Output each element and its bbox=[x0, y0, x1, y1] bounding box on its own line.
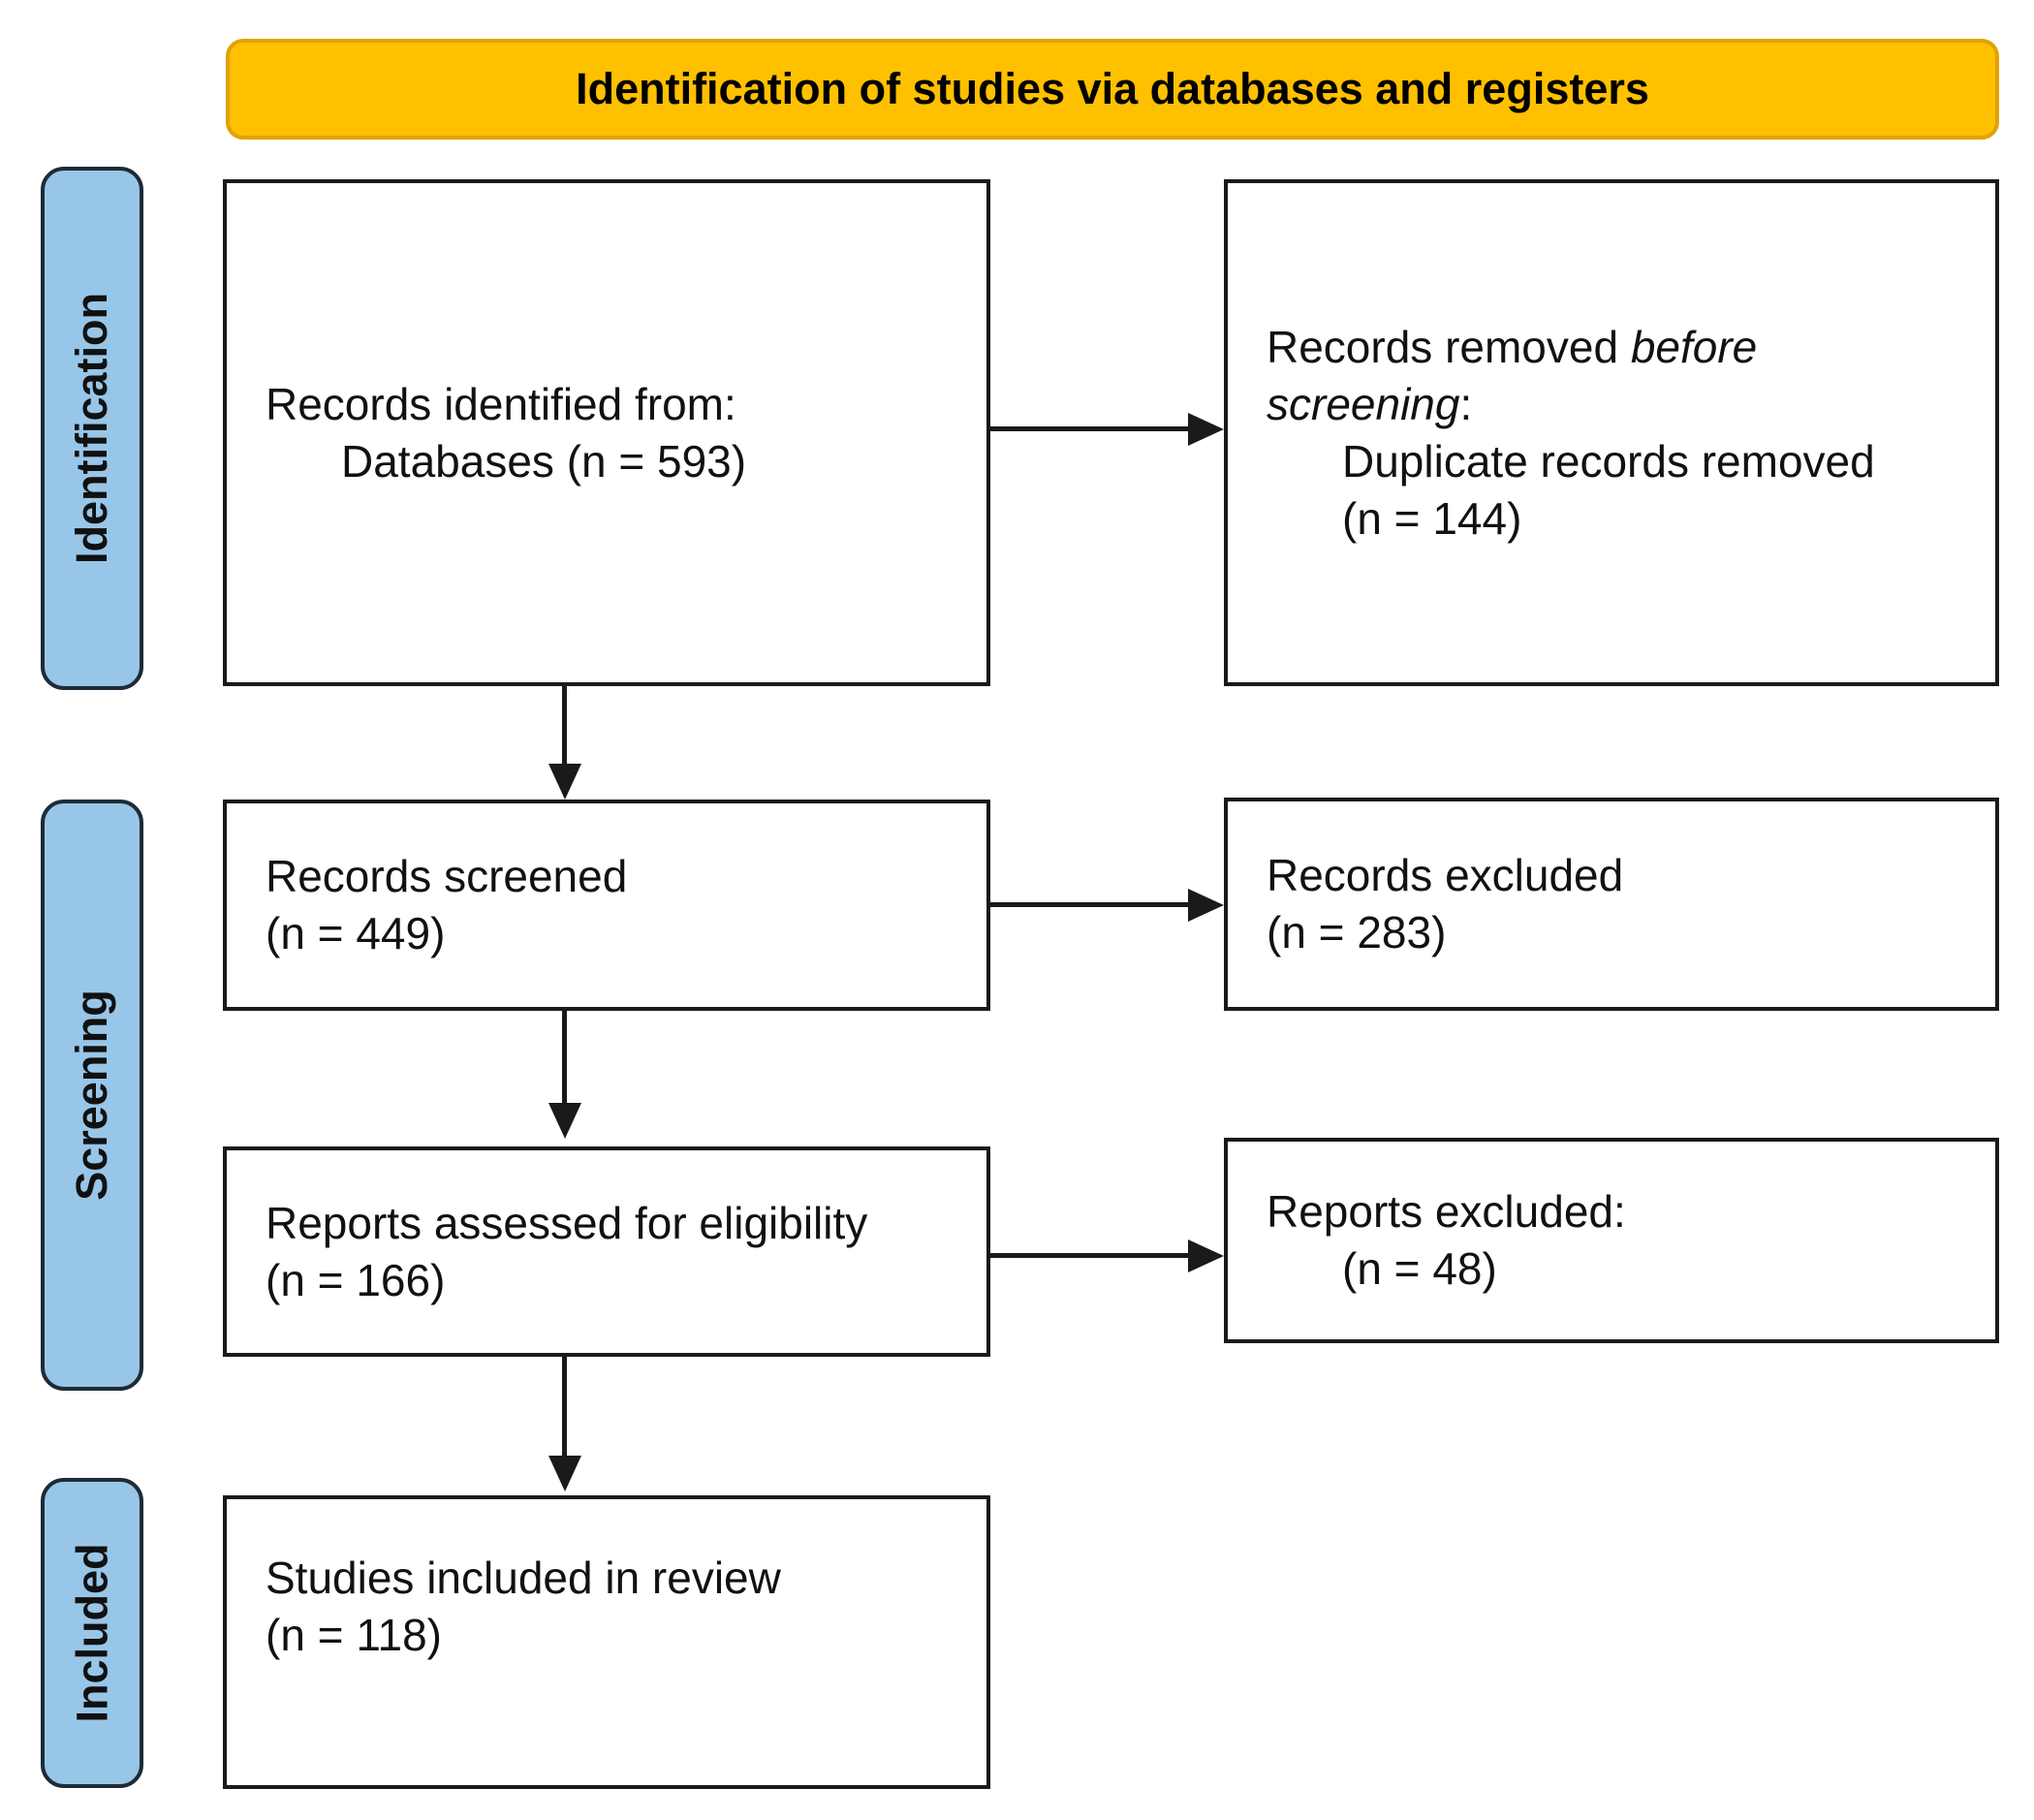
stage-label-included: Included bbox=[41, 1478, 143, 1788]
studies-included-line1: Studies included in review bbox=[266, 1553, 781, 1603]
records-removed-line4: (n = 144) bbox=[1342, 492, 1522, 544]
records-removed-line3: Duplicate records removed bbox=[1342, 435, 1875, 486]
arrow-head-down-icon bbox=[548, 1456, 581, 1491]
records-removed-line2: screening: bbox=[1267, 376, 1968, 433]
records-removed-line1: Records removed before bbox=[1267, 319, 1968, 376]
stage-label-screening: Screening bbox=[41, 800, 143, 1391]
arrow-shaft bbox=[562, 1357, 567, 1458]
records-removed-line1-italic: before bbox=[1630, 321, 1758, 372]
arrow-shaft bbox=[990, 1253, 1190, 1258]
box-records-screened: Records screened (n = 449) bbox=[223, 800, 990, 1011]
stage-label-screening-text: Screening bbox=[67, 989, 117, 1201]
records-excluded-line1: Records excluded bbox=[1267, 850, 1624, 900]
box-reports-assessed: Reports assessed for eligibility (n = 16… bbox=[223, 1146, 990, 1357]
arrow-head-down-icon bbox=[548, 1103, 581, 1139]
arrow-head-down-icon bbox=[548, 764, 581, 800]
reports-assessed-line2: (n = 166) bbox=[266, 1254, 446, 1305]
stage-label-identification-text: Identification bbox=[67, 293, 116, 564]
records-screened-line1: Records screened bbox=[266, 851, 628, 901]
arrow-head-right-icon bbox=[1188, 1239, 1224, 1272]
arrow-shaft bbox=[990, 426, 1190, 431]
box-reports-excluded: Reports excluded: (n = 48) bbox=[1224, 1138, 1999, 1343]
box-records-excluded: Records excluded (n = 283) bbox=[1224, 798, 1999, 1011]
studies-included-line2: (n = 118) bbox=[266, 1610, 442, 1660]
arrow-shaft bbox=[562, 686, 567, 766]
box-records-removed: Records removed before screening: Duplic… bbox=[1224, 179, 1999, 686]
records-excluded-line2: (n = 283) bbox=[1267, 907, 1447, 957]
records-identified-line1: Records identified from: bbox=[266, 378, 736, 429]
reports-excluded-line2: (n = 48) bbox=[1342, 1243, 1497, 1294]
arrow-shaft bbox=[562, 1011, 567, 1105]
records-removed-line2-italic: screening bbox=[1267, 378, 1460, 429]
records-removed-line2-normal: : bbox=[1459, 378, 1473, 429]
reports-assessed-line1: Reports assessed for eligibility bbox=[266, 1197, 868, 1248]
records-screened-line2: (n = 449) bbox=[266, 908, 446, 958]
records-removed-line1-normal: Records removed bbox=[1267, 321, 1631, 372]
stage-label-included-text: Included bbox=[67, 1543, 117, 1723]
box-records-identified: Records identified from: Databases (n = … bbox=[223, 179, 990, 686]
box-studies-included: Studies included in review (n = 118) bbox=[223, 1495, 990, 1789]
header-title: Identification of studies via databases … bbox=[576, 64, 1649, 113]
stage-label-identification: Identification bbox=[41, 167, 143, 690]
reports-excluded-line1: Reports excluded: bbox=[1267, 1186, 1626, 1237]
arrow-shaft bbox=[990, 902, 1190, 907]
arrow-head-right-icon bbox=[1188, 413, 1224, 446]
arrow-head-right-icon bbox=[1188, 889, 1224, 922]
records-identified-line2: Databases (n = 593) bbox=[341, 435, 747, 486]
header-banner: Identification of studies via databases … bbox=[226, 39, 1999, 140]
